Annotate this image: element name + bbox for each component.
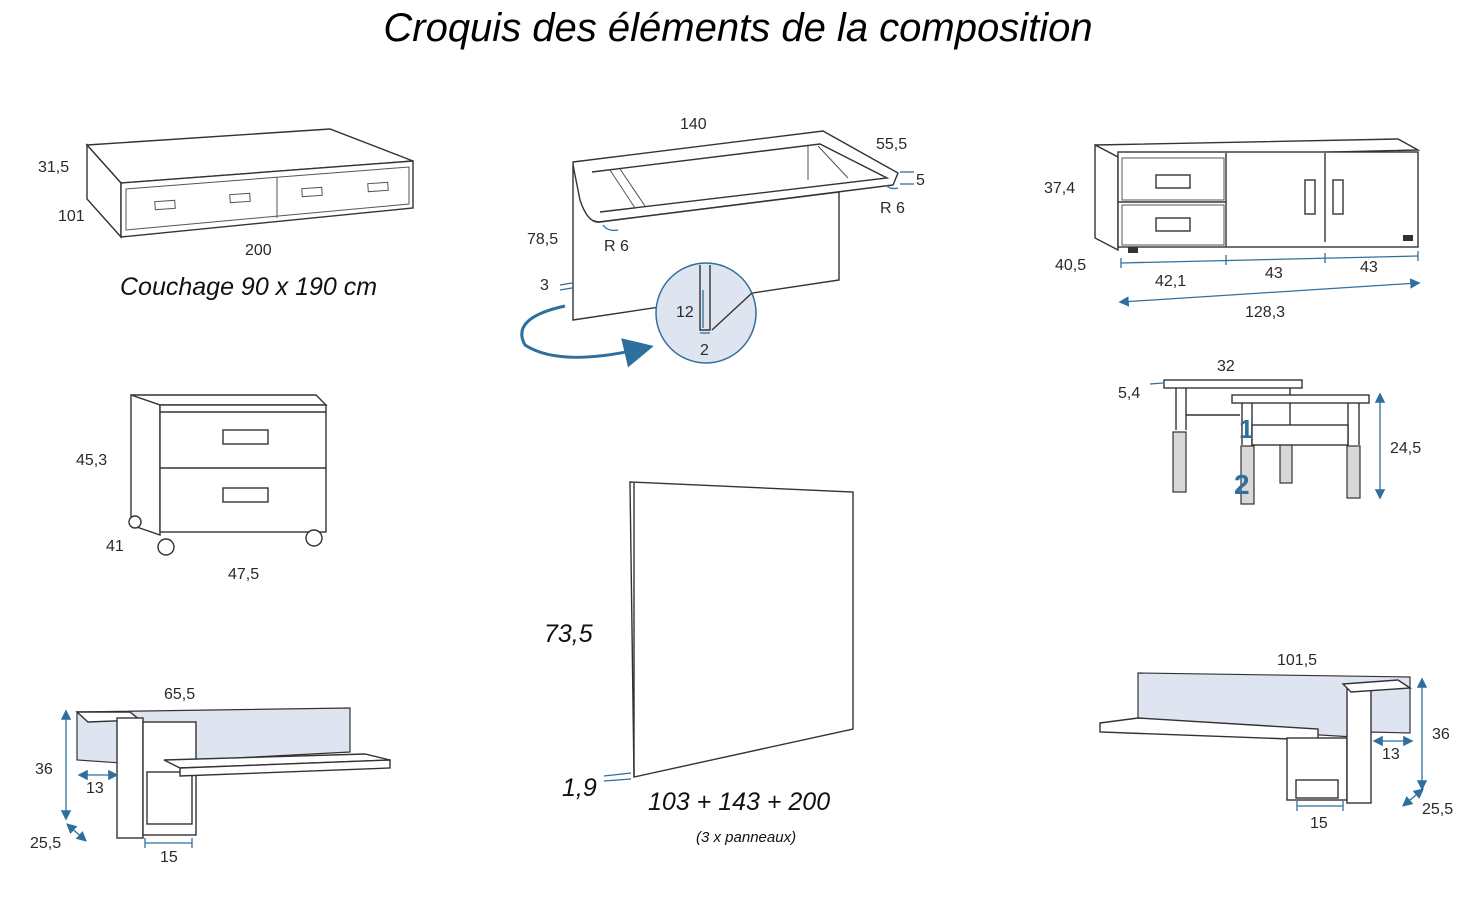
wall-panel-drawing xyxy=(603,481,854,782)
page-title: Croquis des éléments de la composition xyxy=(383,6,1092,50)
desk-width-label: 140 xyxy=(680,116,707,133)
wall-panel-height-label: 73,5 xyxy=(544,620,593,648)
desk-height-label: 78,5 xyxy=(527,231,558,248)
sideboard-segment-3-label: 43 xyxy=(1360,259,1378,276)
table-height-label: 24,5 xyxy=(1390,440,1421,457)
bed-caption: Couchage 90 x 190 cm xyxy=(120,273,377,301)
shelf-right-height-label: 36 xyxy=(1432,726,1450,743)
shelf-left-drawing xyxy=(60,707,391,848)
shelf-left-width-label: 65,5 xyxy=(164,686,195,703)
caisson-width-label: 47,5 xyxy=(228,566,259,583)
sideboard-height-label: 37,4 xyxy=(1044,180,1075,197)
bed-depth-label: 101 xyxy=(58,208,85,225)
shelf-left-depth-label: 25,5 xyxy=(30,835,61,852)
caisson-drawing xyxy=(128,394,328,556)
bed-width-label: 200 xyxy=(245,242,272,259)
shelf-right-15-label: 15 xyxy=(1310,815,1328,832)
desk-depth-label: 55,5 xyxy=(876,136,907,153)
desk-detail-circle xyxy=(655,262,757,364)
table-top-thickness-label: 5,4 xyxy=(1118,385,1140,402)
desk-panel-thickness-label: 3 xyxy=(540,277,549,294)
shelf-left-13-label: 13 xyxy=(86,780,104,797)
desk-detail-width-label: 2 xyxy=(700,342,709,359)
desk-top-thickness-label: 5 xyxy=(916,172,925,189)
sideboard-drawing xyxy=(1094,138,1421,307)
shelf-right-depth-label: 25,5 xyxy=(1422,801,1453,818)
shelf-right-drawing xyxy=(1099,672,1428,811)
wall-panel-thickness-label: 1,9 xyxy=(562,774,597,802)
caisson-height-label: 45,3 xyxy=(76,452,107,469)
sideboard-segment-2-label: 43 xyxy=(1265,265,1283,282)
sideboard-depth-label: 40,5 xyxy=(1055,257,1086,274)
bed-height-label: 31,5 xyxy=(38,159,69,176)
shelf-left-15-label: 15 xyxy=(160,849,178,866)
bed-drawing xyxy=(85,128,414,239)
caisson-depth-label: 41 xyxy=(106,538,124,555)
desk-radius-left-label: R 6 xyxy=(604,238,629,255)
desk-radius-right-label: R 6 xyxy=(880,200,905,217)
desk-detail-arrow xyxy=(520,304,654,368)
wall-panel-widths-label: 103 + 143 + 200 xyxy=(648,788,830,816)
wall-panel-note: (3 x panneaux) xyxy=(696,829,796,846)
desk-drawing xyxy=(520,130,914,368)
sideboard-segment-1-label: 42,1 xyxy=(1155,273,1186,290)
sideboard-total-width-label: 128,3 xyxy=(1245,304,1285,321)
table-step-2-label: 2 xyxy=(1234,469,1250,500)
table-drawing xyxy=(1149,379,1386,505)
desk-detail-height-label: 12 xyxy=(676,304,694,321)
shelf-right-width-label: 101,5 xyxy=(1277,652,1317,669)
table-step-1-label: 1 xyxy=(1239,414,1253,444)
shelf-left-height-label: 36 xyxy=(35,761,53,778)
shelf-right-13-label: 13 xyxy=(1382,746,1400,763)
table-width-label: 32 xyxy=(1217,358,1235,375)
